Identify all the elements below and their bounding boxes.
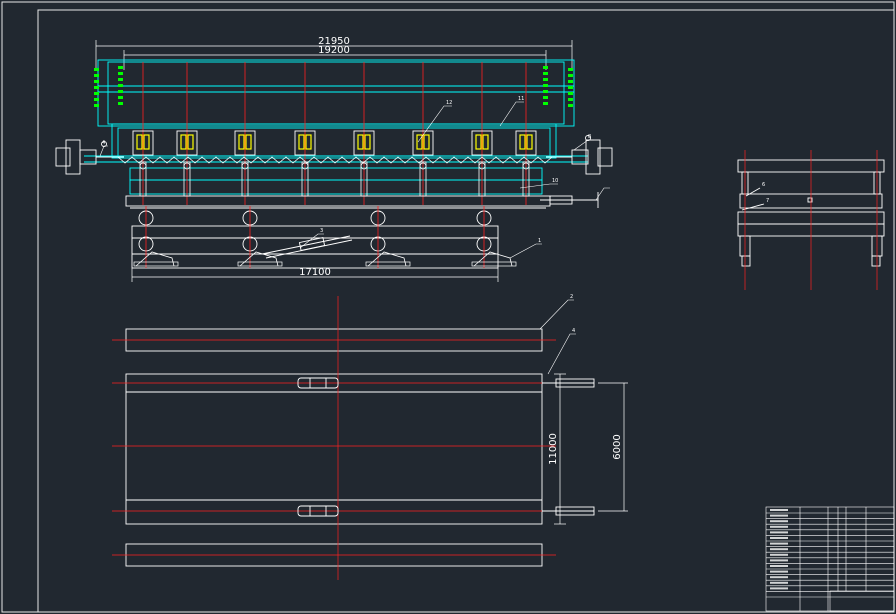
dimension-plan-width bbox=[554, 373, 566, 525]
support-wheels bbox=[133, 206, 517, 268]
support-wheel bbox=[365, 206, 411, 268]
dimension-overall-width-label: 21950 bbox=[318, 36, 350, 47]
clamp-unit bbox=[132, 62, 154, 205]
base-cylinder bbox=[261, 235, 353, 259]
front-elevation: 21950 19200 bbox=[55, 36, 613, 282]
support-wheel bbox=[133, 206, 179, 268]
leader-label-1: 1 bbox=[538, 238, 541, 244]
clamp-unit bbox=[294, 62, 316, 205]
leader-label-10: 10 bbox=[552, 178, 558, 184]
clamp-unit bbox=[176, 62, 198, 205]
plan-deck bbox=[125, 373, 543, 525]
inner-frame bbox=[37, 9, 895, 613]
leader-label-3: 3 bbox=[320, 228, 323, 234]
side-leader-label-7: 7 bbox=[766, 198, 769, 204]
elevation-leaders bbox=[99, 101, 610, 259]
lower-girder bbox=[125, 195, 551, 209]
leader-label-4: 4 bbox=[102, 140, 105, 146]
dimension-inner-width-label: 19200 bbox=[318, 45, 350, 56]
plan-centerlines bbox=[112, 296, 556, 580]
title-block-glyphs bbox=[770, 509, 788, 590]
dimension-base-length-label: 17100 bbox=[299, 267, 331, 278]
dimension-rail-spacing-label: 6000 bbox=[612, 434, 623, 459]
leader-label-12: 12 bbox=[446, 100, 452, 106]
clamp-units bbox=[132, 62, 537, 205]
base-frame bbox=[131, 225, 499, 269]
serrated-belt bbox=[117, 156, 553, 164]
plan-leaders bbox=[539, 299, 576, 375]
clamp-unit bbox=[353, 62, 375, 205]
side-cylinder bbox=[540, 192, 599, 208]
dimension-plan-width-label: 11000 bbox=[548, 433, 559, 465]
clamp-unit bbox=[234, 62, 256, 205]
plan-leader-label-2: 2 bbox=[570, 294, 573, 300]
plan-side-cylinders bbox=[542, 378, 595, 516]
left-drive-unit bbox=[55, 139, 124, 175]
right-indicator-ladder bbox=[543, 66, 573, 107]
side-view-centerlines bbox=[744, 150, 878, 290]
plan-leader-label-4: 4 bbox=[572, 328, 575, 334]
plan-view: 11000 6000 2 4 bbox=[112, 294, 628, 580]
plan-couplers bbox=[297, 377, 339, 517]
side-leader-label-6: 6 bbox=[762, 182, 765, 188]
leader-label-8: 8 bbox=[588, 134, 591, 140]
dimension-rail-spacing bbox=[598, 382, 628, 512]
support-wheel bbox=[471, 206, 517, 268]
clamp-unit bbox=[412, 62, 434, 205]
dimension-base-length bbox=[131, 268, 499, 282]
leader-label-11: 11 bbox=[518, 96, 524, 102]
left-indicator-ladder bbox=[94, 66, 123, 107]
title-block bbox=[765, 506, 895, 612]
upper-frame bbox=[84, 59, 588, 195]
dimension-overall-width bbox=[95, 40, 573, 70]
clamp-unit bbox=[471, 62, 493, 205]
support-wheel bbox=[237, 206, 283, 268]
clamp-unit bbox=[515, 62, 537, 205]
